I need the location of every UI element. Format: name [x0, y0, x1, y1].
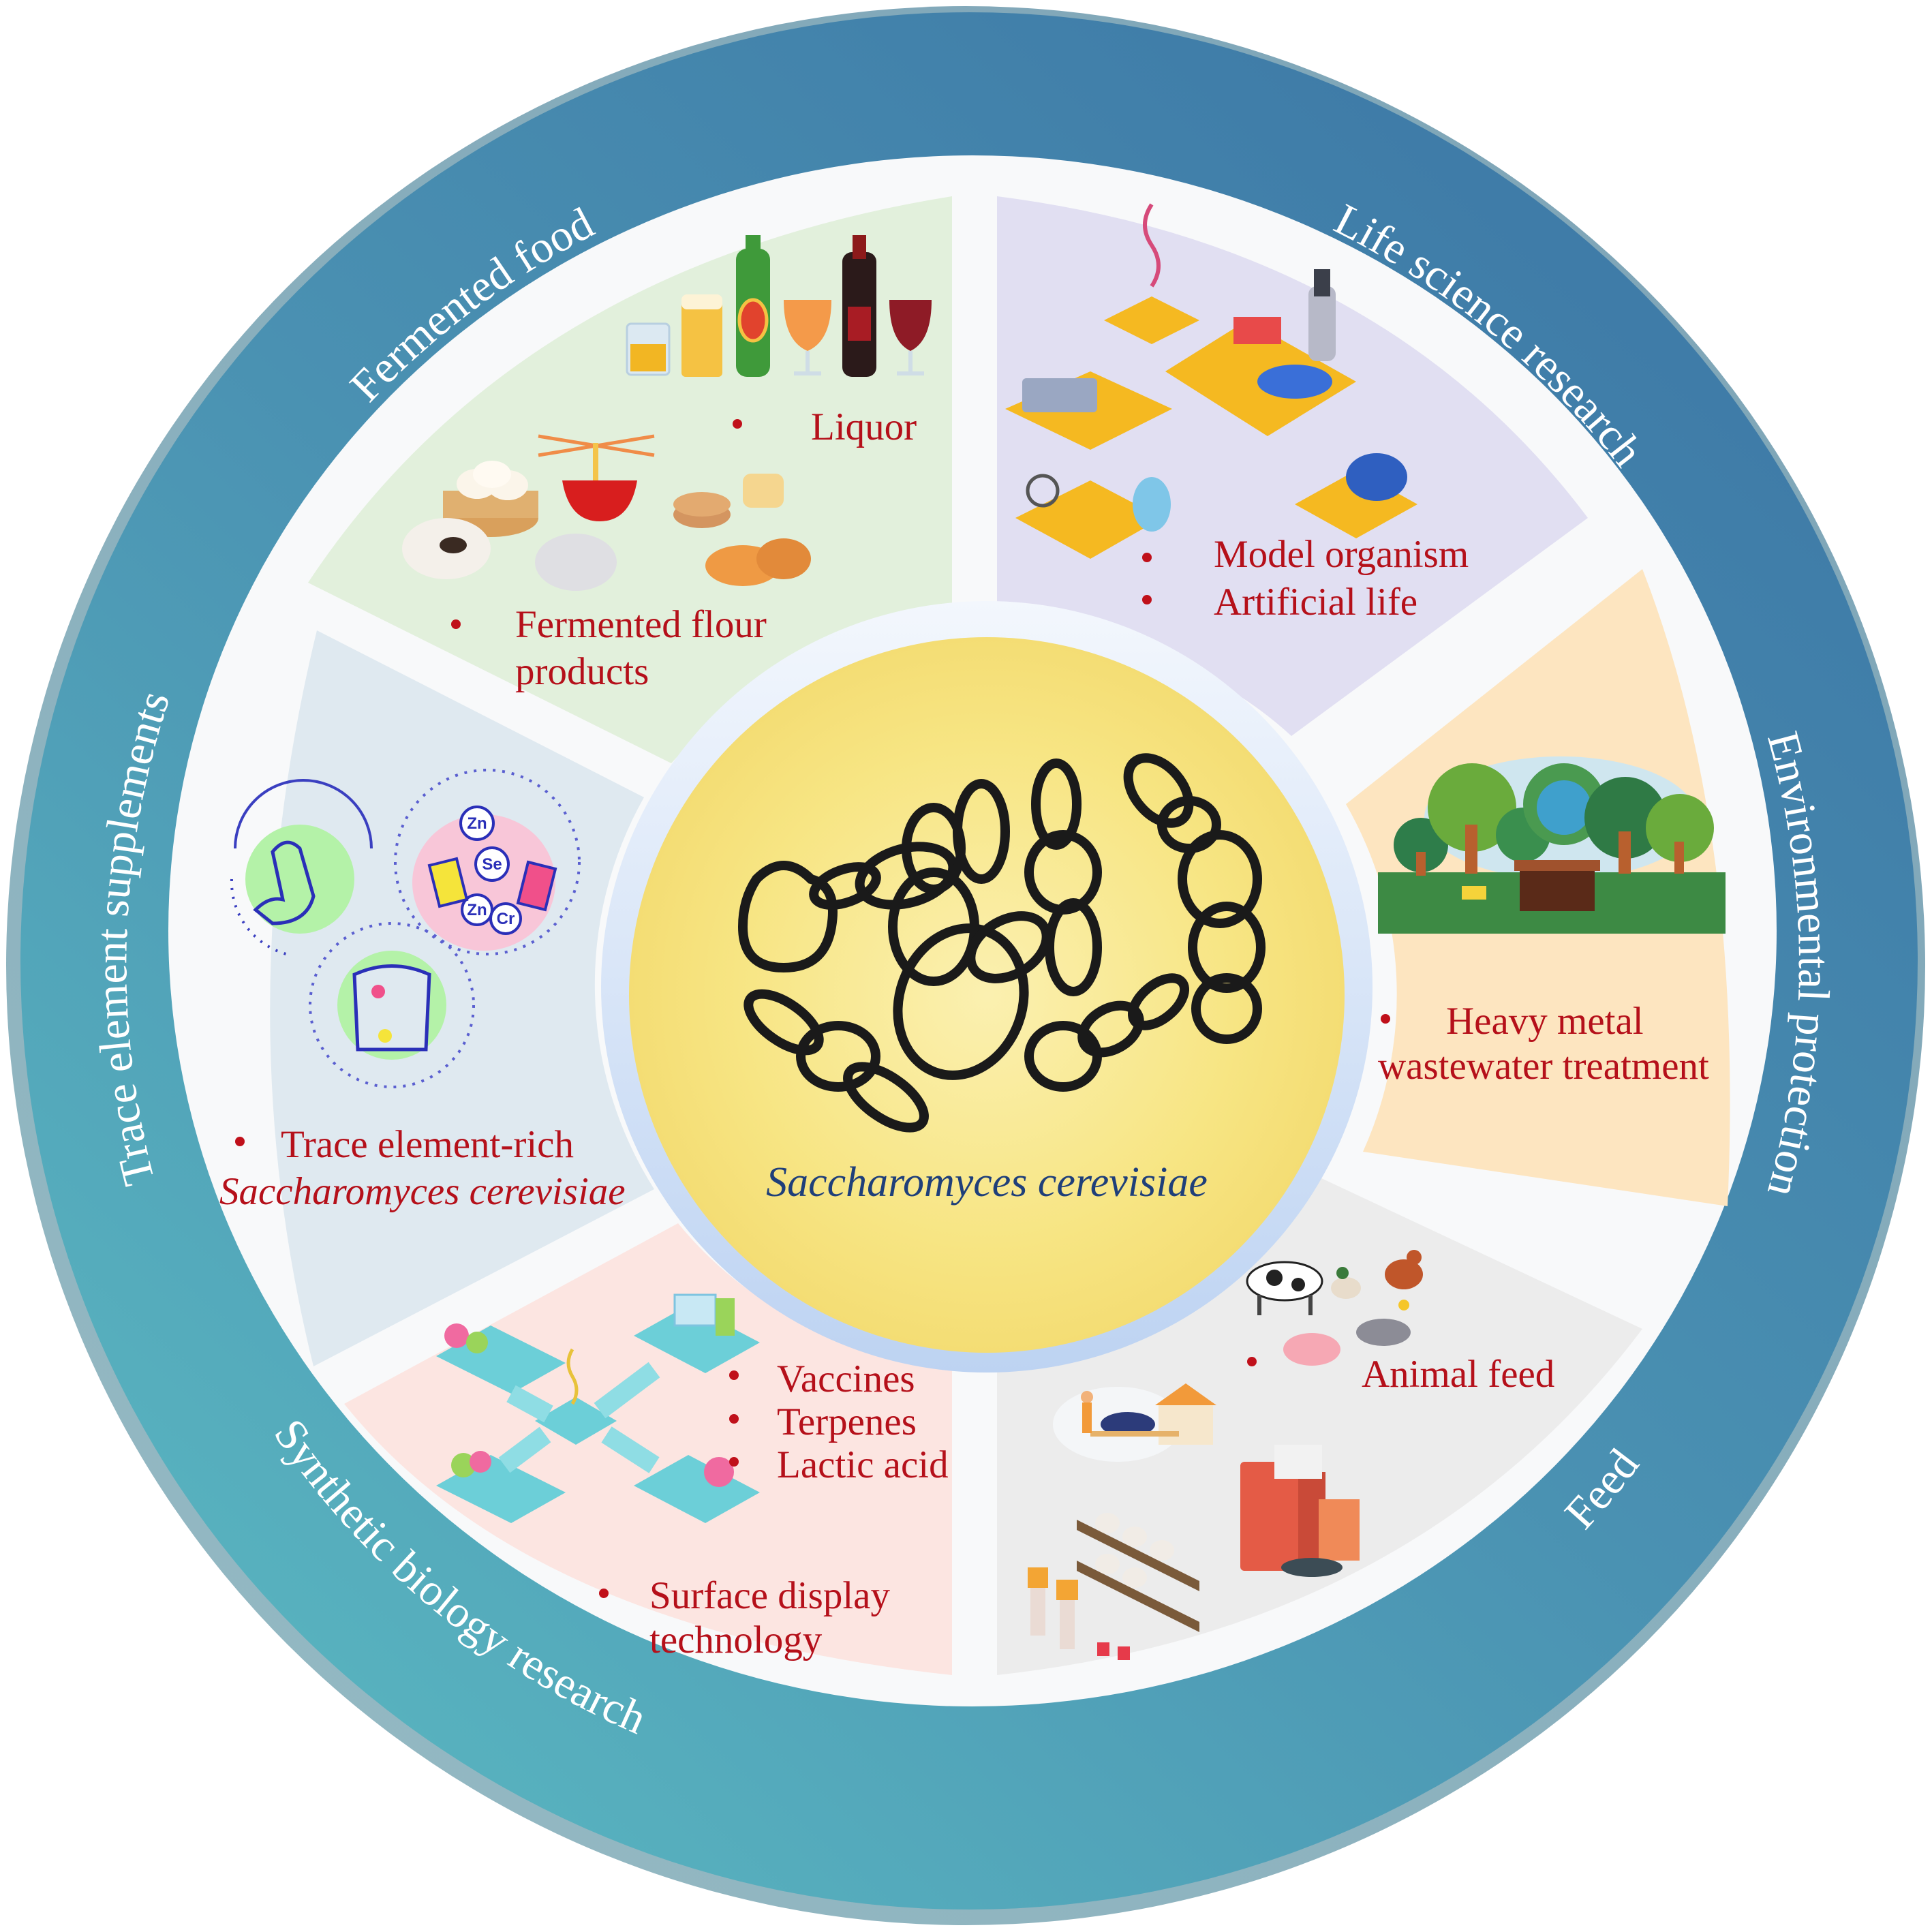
farm-animals-icon — [1246, 1250, 1423, 1366]
item-vaccines: Vaccines — [777, 1358, 915, 1400]
item-saccharomyces-cerevisiae: Saccharomyces cerevisiae — [219, 1170, 626, 1213]
item-wastewater-treatment: wastewater treatment — [1378, 1045, 1709, 1088]
life-science-content: Model organism Artificial life — [1005, 203, 1469, 624]
bullet — [1142, 595, 1152, 604]
element-cr: Cr — [497, 910, 515, 928]
item-liquor: Liquor — [811, 405, 917, 448]
sector-fermented-food — [308, 196, 952, 763]
item-lactic-acid: Lactic acid — [777, 1443, 949, 1486]
bullet — [729, 1457, 739, 1467]
feed-content: Animal feed — [1028, 1250, 1554, 1660]
bullet — [1381, 1014, 1390, 1024]
muscle-icon — [230, 779, 373, 955]
fermented-food-content: Liquor Fermented flour products — [402, 235, 932, 693]
element-zn-2: Zn — [467, 901, 487, 919]
flour-food-icon — [402, 434, 811, 591]
minerals-capsule-icon: Zn Se Zn Cr — [394, 769, 581, 955]
item-heavy-metal: Heavy metal — [1446, 1000, 1644, 1043]
bullet — [1247, 1357, 1257, 1366]
bullet — [729, 1370, 739, 1380]
item-products: products — [515, 650, 649, 693]
liquor-bottles-icon — [626, 235, 932, 377]
center-circle: Saccharomyces cerevisiae — [601, 601, 1373, 1373]
center-title: Saccharomyces cerevisiae — [766, 1159, 1208, 1206]
bullet — [451, 619, 461, 629]
item-surface-display: Surface display — [649, 1574, 890, 1617]
torso-icon — [309, 922, 475, 1088]
laboratory-isometric-icon — [1005, 203, 1417, 559]
item-artificial-life: Artificial life — [1214, 581, 1417, 624]
item-model-organism: Model organism — [1214, 533, 1469, 576]
item-fermented-flour: Fermented flour — [515, 603, 767, 646]
farm-scene-icon — [1053, 1383, 1216, 1462]
environmental-content: Heavy metal wastewater treatment — [1378, 756, 1726, 1088]
element-se: Se — [482, 855, 502, 874]
item-trace-element-rich: Trace element-rich — [281, 1123, 574, 1166]
bullet — [729, 1414, 739, 1424]
item-terpenes: Terpenes — [777, 1400, 917, 1443]
element-zn: Zn — [467, 814, 487, 833]
yeast-cells-icon — [737, 753, 1266, 1133]
trace-element-content: Zn Se Zn Cr Trace element-rich Saccharom… — [219, 769, 626, 1213]
item-technology: technology — [649, 1619, 823, 1661]
planting-trees-icon — [1378, 756, 1726, 934]
bullet — [733, 419, 742, 429]
bullet — [1142, 553, 1152, 562]
poultry-farm-icon — [1028, 1513, 1199, 1660]
bullet — [235, 1137, 245, 1146]
bullet — [599, 1589, 609, 1598]
synthetic-biology-content: Vaccines Terpenes Lactic acid Surface di… — [436, 1293, 949, 1661]
synthetic-lab-isometric-icon — [436, 1293, 760, 1523]
feed-bags-icon — [1240, 1445, 1360, 1577]
sector-trace-element — [270, 630, 654, 1366]
item-animal-feed: Animal feed — [1362, 1353, 1554, 1396]
